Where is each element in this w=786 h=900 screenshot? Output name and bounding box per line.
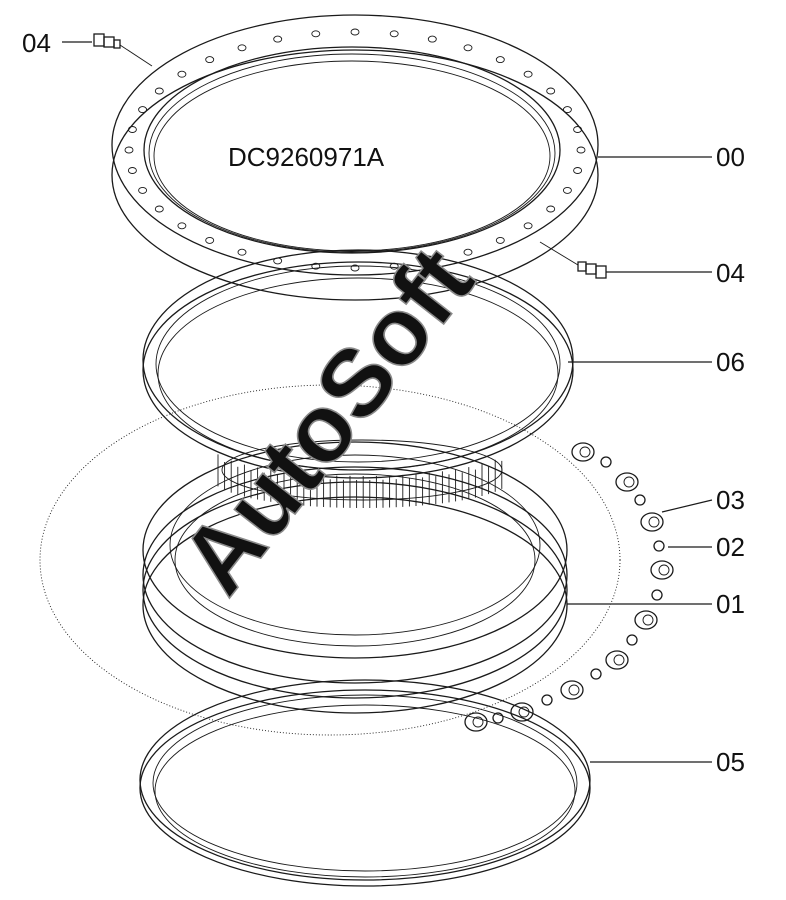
bolt-hole [573, 126, 583, 133]
ball [653, 540, 665, 552]
inner-ring-01 [142, 439, 568, 714]
ball [634, 494, 646, 506]
bolt-hole [576, 146, 586, 154]
roller-bore [623, 476, 635, 488]
bolt-hole [463, 248, 473, 256]
roller [464, 712, 488, 732]
ball [590, 668, 602, 680]
bolt-hole [350, 264, 360, 272]
bolt-hole [273, 35, 283, 43]
bolt-hole [573, 167, 583, 174]
seal-ring-06 [142, 249, 574, 479]
grease-nipple-04-top [93, 33, 153, 67]
part-number: DC9260971A [228, 142, 385, 172]
watermark: AutoSoft [160, 228, 494, 613]
bolt-hole [546, 87, 556, 95]
roller [650, 560, 674, 580]
bolt-hole [205, 236, 215, 244]
bearing-path-guide [39, 384, 621, 736]
label-04-top: 04 [22, 28, 51, 58]
bolt-hole [138, 106, 148, 114]
roller-bore [518, 706, 530, 718]
roller [510, 702, 534, 722]
bolt-hole [427, 35, 437, 43]
roller-bore [568, 684, 580, 696]
balls-02 [492, 456, 665, 724]
bolt-hole [127, 167, 137, 174]
roller [640, 512, 664, 532]
label-03: 03 [716, 485, 745, 515]
bolt-hole [495, 236, 505, 244]
ball [651, 589, 663, 601]
bolt-hole [495, 56, 505, 64]
bolt-hole [127, 126, 137, 133]
label-01: 01 [716, 589, 745, 619]
seal-ring-05 [139, 679, 591, 887]
label-05: 05 [716, 747, 745, 777]
ball [600, 456, 612, 468]
label-02: 02 [716, 532, 745, 562]
bolt-hole [177, 70, 187, 78]
bolt-hole [427, 257, 437, 265]
roller-bore [579, 446, 591, 458]
bolt-hole [523, 70, 533, 78]
bolt-hole [237, 44, 247, 52]
roller [560, 680, 584, 700]
bolt-hole [389, 30, 399, 38]
ball [492, 712, 504, 724]
bolt-hole [350, 28, 360, 36]
ball [541, 694, 553, 706]
gear-teeth [217, 454, 503, 508]
bolt-hole [562, 106, 572, 114]
roller [615, 472, 639, 492]
bolt-hole [546, 205, 556, 213]
bolt-hole [177, 222, 187, 230]
roller-bore [648, 516, 660, 528]
bolt-hole [311, 30, 321, 38]
bolt-hole [463, 44, 473, 52]
roller-bore [642, 614, 654, 626]
bolt-hole [124, 146, 134, 154]
roller-bore [472, 716, 484, 728]
grease-nipple-04-right [539, 241, 607, 279]
bolt-hole [562, 186, 572, 194]
label-00: 00 [716, 142, 745, 172]
roller [634, 610, 658, 630]
roller-bore [658, 564, 670, 576]
ball [626, 634, 638, 646]
label-04-right: 04 [716, 258, 745, 288]
bolt-hole [523, 222, 533, 230]
bolt-hole [205, 56, 215, 64]
rollers-03 [464, 442, 674, 732]
bolt-hole [154, 205, 164, 213]
bolt-hole [138, 186, 148, 194]
roller-bore [613, 654, 625, 666]
label-06: 06 [716, 347, 745, 377]
roller [605, 650, 629, 670]
bolt-hole [154, 87, 164, 95]
bolt-hole [311, 262, 321, 270]
bolt-hole [237, 248, 247, 256]
roller [571, 442, 595, 462]
